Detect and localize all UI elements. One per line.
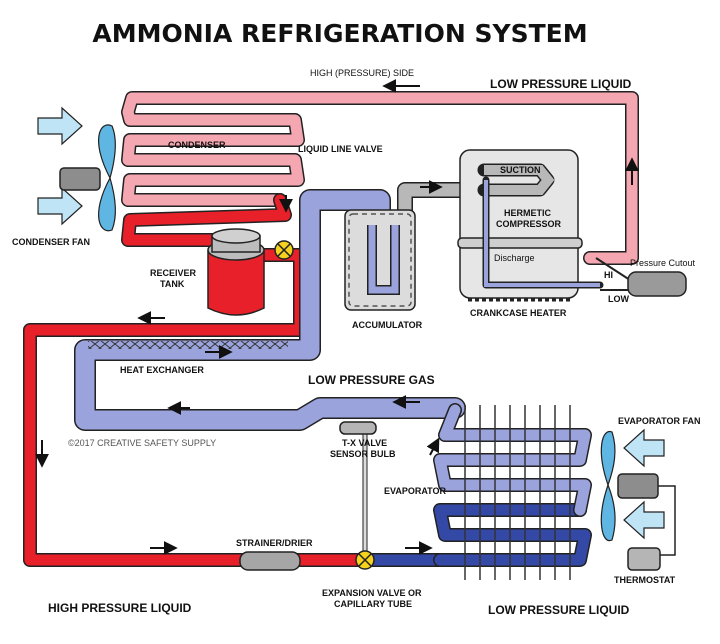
hermetic-compressor (457, 149, 604, 302)
valve-icon (355, 550, 375, 570)
pressure-cutout-label: Pressure Cutout (630, 258, 696, 268)
receiver-label: RECEIVER (150, 268, 197, 278)
receiver-tank (207, 228, 265, 316)
tank-label: TANK (160, 279, 185, 289)
thermostat-label: THERMOSTAT (614, 575, 676, 585)
condenser-fan-icon (37, 106, 116, 232)
pressure-cutout (595, 257, 687, 297)
copyright-label: ©2017 CREATIVE SAFETY SUPPLY (68, 438, 216, 448)
liquid-line-valve-label: LIQUID LINE VALVE (298, 144, 383, 154)
hi-label: HI (604, 270, 613, 280)
strainer-drier (239, 551, 301, 571)
expansion-valve-label: EXPANSION VALVE OR (322, 588, 422, 598)
flow-arrow-icon (35, 79, 639, 555)
low-pressure-gas-label: LOW PRESSURE GAS (308, 373, 435, 387)
condenser-fan-label: CONDENSER FAN (12, 237, 90, 247)
compressor-label: COMPRESSOR (496, 219, 562, 229)
evaporator-fan-label: EVAPORATOR FAN (618, 416, 701, 426)
sensor-bulb-label: SENSOR BULB (330, 449, 396, 459)
crankcase-heater-label: CRANKCASE HEATER (470, 308, 567, 318)
accumulator (344, 209, 416, 311)
thermostat-icon (627, 547, 661, 571)
evaporator-label: EVAPORATOR (384, 486, 447, 496)
discharge-label: Discharge (494, 253, 535, 263)
tx-sensor-bulb (339, 421, 377, 435)
high-pressure-liquid-label: HIGH PRESSURE LIQUID (48, 601, 192, 615)
evaporator-coil (358, 403, 592, 580)
low-pressure-liquid-top-label: LOW PRESSURE LIQUID (490, 77, 632, 91)
motor-icon (617, 473, 659, 499)
tx-valve-label: T-X VALVE (342, 438, 387, 448)
valve-icon (274, 240, 294, 260)
heat-exchanger-coil (88, 341, 288, 349)
condenser-label: CONDENSER (168, 140, 226, 150)
high-side-label: HIGH (PRESSURE) SIDE (310, 68, 414, 78)
page-title: AMMONIA REFRIGERATION SYSTEM (92, 19, 587, 48)
high-pressure-gas-line (121, 91, 639, 265)
hermetic-label: HERMETIC (504, 208, 552, 218)
heat-exchanger-label: HEAT EXCHANGER (120, 365, 204, 375)
capillary-tube-label: CAPILLARY TUBE (334, 599, 412, 609)
low-label: LOW (608, 294, 629, 304)
suction-label: SUCTION (500, 165, 541, 175)
evaporator-fan-icon (600, 428, 676, 571)
low-pressure-liquid-bottom-label: LOW PRESSURE LIQUID (488, 603, 630, 617)
accumulator-label: ACCUMULATOR (352, 320, 423, 330)
strainer-label: STRAINER/DRIER (236, 538, 313, 548)
